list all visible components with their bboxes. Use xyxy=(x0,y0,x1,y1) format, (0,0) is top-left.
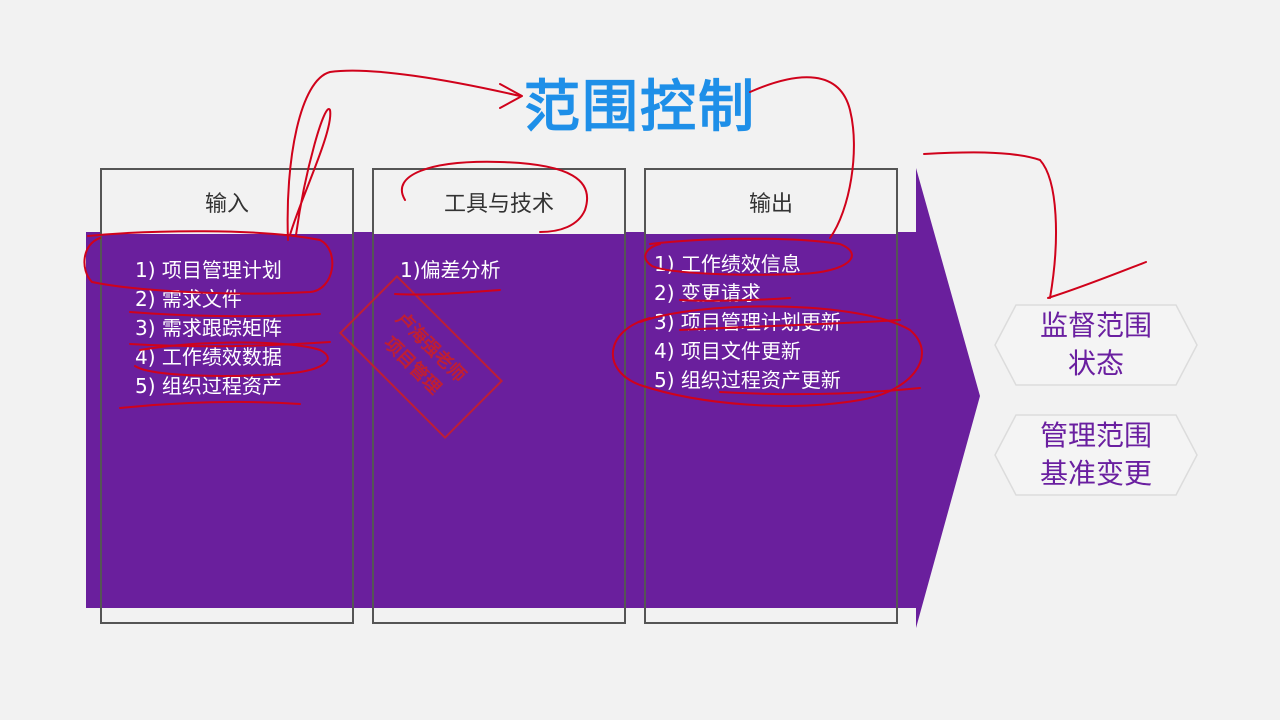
inputs-list: 1) 项目管理计划 2) 需求文件 3) 需求跟踪矩阵 4) 工作绩效数据 5)… xyxy=(135,256,282,401)
hexagon-line2: 状态 xyxy=(1067,347,1124,380)
inputs-header: 输入 xyxy=(102,170,352,234)
list-item: 4) 项目文件更新 xyxy=(654,339,801,363)
outputs-list: 1) 工作绩效信息 2) 变更请求 3) 项目管理计划更新 4) 项目文件更新 … xyxy=(654,250,841,395)
list-item: 4) 工作绩效数据 xyxy=(135,345,282,369)
tools-header: 工具与技术 xyxy=(374,170,624,234)
list-item: 2) 变更请求 xyxy=(654,281,761,305)
hexagon-line2: 基准变更 xyxy=(1039,457,1152,490)
list-item: 1) 工作绩效信息 xyxy=(654,252,801,276)
inputs-box: 输入 1) 项目管理计划 2) 需求文件 3) 需求跟踪矩阵 4) 工作绩效数据… xyxy=(100,168,354,624)
hexagon-line1: 监督范围 xyxy=(1039,309,1152,342)
list-item: 2) 需求文件 xyxy=(135,287,242,311)
outputs-box: 输出 1) 工作绩效信息 2) 变更请求 3) 项目管理计划更新 4) 项目文件… xyxy=(644,168,898,624)
slide-title: 范围控制 xyxy=(524,75,756,140)
list-item: 5) 组织过程资产 xyxy=(135,374,282,398)
outputs-header: 输出 xyxy=(646,170,896,234)
baseline-change-hexagon: 管理范围 基准变更 xyxy=(994,414,1198,496)
list-item: 3) 项目管理计划更新 xyxy=(654,310,841,334)
list-item: 1)偏差分析 xyxy=(400,258,501,282)
list-item: 3) 需求跟踪矩阵 xyxy=(135,316,282,340)
monitor-scope-hexagon: 监督范围 状态 xyxy=(994,304,1198,386)
list-item: 5) 组织过程资产更新 xyxy=(654,368,841,392)
tools-list: 1)偏差分析 xyxy=(400,256,501,285)
list-item: 1) 项目管理计划 xyxy=(135,258,282,282)
hexagon-line1: 管理范围 xyxy=(1039,419,1152,452)
